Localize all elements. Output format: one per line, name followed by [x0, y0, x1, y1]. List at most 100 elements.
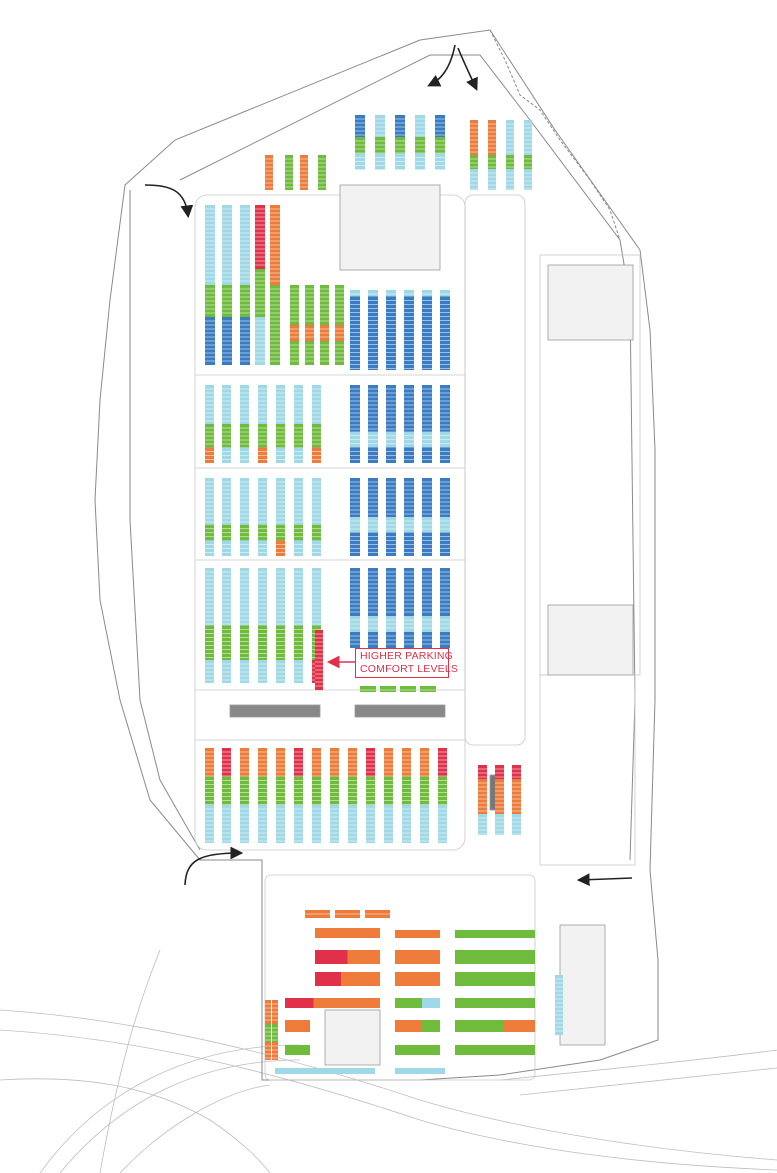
parking-stall-block: [276, 478, 285, 525]
parking-stall-block: [488, 120, 496, 155]
parking-stall-block: [470, 169, 478, 190]
parking-stall-block: [415, 115, 425, 137]
parking-stall-block: [294, 776, 303, 805]
parking-stall-block: [366, 805, 375, 843]
parking-stall-block: [285, 1045, 310, 1055]
parking-stall-block: [222, 625, 231, 660]
parking-stall-block: [455, 930, 535, 938]
parking-stall-block: [384, 776, 393, 805]
parking-stall-block: [348, 748, 357, 777]
parking-stall-block: [375, 115, 385, 137]
parking-stall-block: [506, 169, 514, 190]
parking-stall-block: [276, 776, 285, 805]
parking-stall-block: [478, 814, 487, 835]
parking-stall-block: [402, 776, 411, 805]
parking-stall-block: [506, 155, 514, 169]
parking-stall-block: [240, 568, 249, 626]
parking-stall-block: [275, 1068, 375, 1074]
parking-stall-block: [503, 1020, 535, 1032]
parking-stall-block: [313, 998, 380, 1008]
parking-stall-block: [420, 686, 436, 692]
parking-stall-block: [404, 478, 414, 517]
parking-stall-block: [258, 805, 267, 843]
parking-stall-block: [205, 568, 214, 626]
parking-stall-block: [312, 805, 321, 843]
parking-stall-block: [330, 776, 339, 805]
parking-stall-block: [360, 686, 376, 692]
parking-stall-block: [524, 120, 532, 155]
traffic-flow-arrow-icon: [457, 47, 478, 91]
parking-stall-block: [422, 296, 432, 370]
parking-stall-block: [395, 115, 405, 137]
parking-stall-block: [341, 972, 380, 986]
parking-stall-block: [205, 385, 214, 424]
parking-stall-block: [395, 998, 422, 1008]
parking-stall-block: [312, 748, 321, 777]
parking-stall-block: [440, 290, 450, 297]
parking-stall-block: [258, 660, 267, 683]
parking-stall-block: [422, 998, 440, 1008]
parking-stall-block: [420, 748, 429, 777]
parking-stall-block: [294, 805, 303, 843]
parking-stall-block: [420, 805, 429, 843]
parking-stall-block: [276, 424, 285, 448]
parking-stall-block: [395, 1068, 445, 1074]
parking-stall-block: [312, 568, 321, 626]
parking-stall-block: [512, 765, 521, 779]
parking-stall-block: [524, 155, 532, 169]
parking-stall-block: [205, 748, 214, 777]
parking-stall-block: [258, 625, 267, 660]
parking-stall-block: [240, 805, 249, 843]
parking-stall-block: [312, 776, 321, 805]
parking-stalls: [205, 115, 563, 1074]
parking-stall-block: [422, 478, 432, 517]
parking-stall-block: [506, 120, 514, 155]
parking-stall-block: [395, 972, 440, 986]
traffic-arrows: [144, 44, 633, 887]
parking-stall-block: [240, 776, 249, 805]
parking-stall-block: [222, 424, 231, 448]
parking-stall-block: [318, 155, 326, 190]
parking-stall-block: [312, 385, 321, 424]
parking-stall-block: [258, 385, 267, 424]
parking-stall-block: [440, 532, 450, 556]
parking-stall-block: [312, 478, 321, 525]
parking-stall-block: [368, 385, 378, 432]
parking-stall-block: [368, 532, 378, 556]
parking-stall-block: [222, 385, 231, 424]
parking-stall-block: [222, 478, 231, 525]
parking-stall-block: [386, 290, 396, 297]
parking-stall-block: [294, 748, 303, 777]
parking-stall-block: [420, 776, 429, 805]
parking-stall-block: [368, 290, 378, 297]
parking-stall-block: [350, 296, 360, 370]
parking-stall-block: [276, 568, 285, 626]
parking-stall-block: [368, 478, 378, 517]
parking-stall-block: [205, 625, 214, 660]
parking-stall-block: [366, 748, 375, 777]
parking-stall-block: [355, 115, 365, 137]
parking-stall-block: [455, 972, 535, 986]
parking-stall-block: [294, 625, 303, 660]
parking-stall-block: [422, 1020, 440, 1032]
parking-stall-block: [438, 805, 447, 843]
parking-stall-block: [240, 660, 249, 683]
parking-stall-block: [368, 296, 378, 370]
parking-stall-block: [315, 950, 348, 964]
site-outline: [94, 29, 659, 1081]
parking-stall-block: [380, 686, 396, 692]
parking-stall-block: [366, 776, 375, 805]
parking-stall-block: [455, 1045, 535, 1055]
parking-stall-block: [300, 155, 308, 190]
parking-stall-block: [495, 814, 504, 835]
parking-stall-block: [285, 155, 293, 190]
parking-stall-block: [222, 660, 231, 683]
parking-stall-block: [435, 115, 445, 137]
traffic-flow-arrow-icon: [427, 44, 456, 87]
parking-stall-block: [400, 686, 416, 692]
parking-stall-block: [222, 568, 231, 626]
parking-stall-block: [422, 532, 432, 556]
parking-stall-block: [315, 630, 323, 690]
parking-stall-block: [440, 296, 450, 370]
